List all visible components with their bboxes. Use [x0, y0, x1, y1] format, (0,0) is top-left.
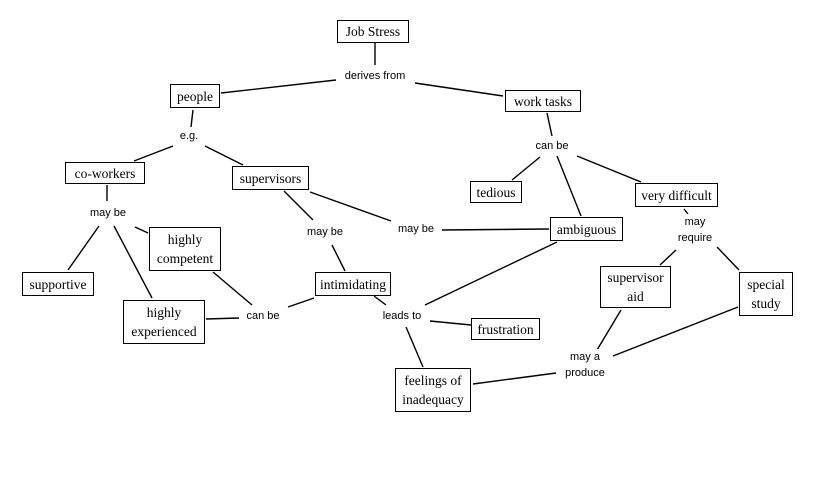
concept-tedious[interactable]: tedious: [470, 181, 522, 203]
link-derives-from: derives from: [344, 68, 406, 84]
concept-special-study[interactable]: special study: [739, 272, 793, 316]
connector: [220, 79, 337, 94]
concept-label: ambiguous: [556, 221, 617, 237]
concept-label: feelings of: [404, 373, 462, 388]
connector: [133, 145, 174, 162]
link-label: produce: [565, 367, 605, 379]
concept-supportive[interactable]: supportive: [22, 272, 94, 296]
concept-label: very difficult: [641, 187, 712, 203]
connector: [373, 295, 387, 306]
link-label: may: [684, 216, 706, 228]
connector: [659, 249, 677, 266]
connector: [309, 191, 392, 222]
concept-label: experienced: [131, 324, 197, 339]
concept-label: co-workers: [74, 165, 136, 181]
connector: [67, 225, 100, 271]
connector: [205, 317, 240, 320]
concept-highly-competent[interactable]: highly competent: [149, 227, 221, 271]
concept-label: supportive: [29, 276, 87, 292]
concept-label: work tasks: [513, 93, 573, 109]
connector: [414, 82, 504, 97]
connector: [429, 320, 472, 326]
concept-label: people: [177, 88, 213, 104]
concept-label: aid: [627, 289, 644, 304]
link-can-be-intimidating: can be: [246, 308, 280, 324]
link-eg: e.g.: [179, 128, 199, 144]
concept-label: supervisors: [239, 170, 302, 186]
concept-frustration[interactable]: frustration: [471, 318, 540, 340]
concept-label: highly: [167, 232, 203, 247]
concept-ambiguous[interactable]: ambiguous: [550, 217, 623, 241]
concept-work-tasks[interactable]: work tasks: [505, 90, 581, 112]
connector: [424, 241, 558, 306]
concept-intimidating[interactable]: intimidating: [315, 272, 391, 296]
connector: [546, 112, 553, 137]
concept-label: intimidating: [320, 276, 386, 292]
connector: [596, 309, 622, 351]
connector: [204, 145, 244, 166]
connector: [134, 226, 149, 234]
connector: [283, 190, 314, 221]
concept-label: inadequacy: [402, 392, 464, 407]
link-may-require: may require: [677, 214, 713, 246]
concept-supervisors[interactable]: supervisors: [232, 166, 309, 190]
concept-label: tedious: [476, 184, 516, 200]
link-may-produce: may a produce: [565, 349, 605, 381]
connector: [287, 297, 315, 308]
connector: [405, 326, 424, 368]
link-leads-to: leads to: [382, 308, 422, 324]
concept-label: competent: [156, 251, 214, 266]
link-may-be-supervisors: may be: [306, 224, 344, 240]
connector: [683, 208, 689, 215]
concept-highly-experienced[interactable]: highly experienced: [123, 300, 205, 344]
connector: [576, 155, 642, 183]
concept-co-workers[interactable]: co-workers: [65, 162, 145, 184]
connector: [556, 155, 582, 217]
link-may-be-coworkers: may be: [89, 205, 127, 221]
connector: [441, 228, 550, 231]
concept-label: Job Stress: [345, 24, 401, 39]
connector: [190, 109, 194, 128]
link-can-be-tasks: can be: [535, 138, 569, 154]
connector: [716, 246, 740, 271]
link-label: require: [677, 232, 713, 244]
connector: [113, 225, 153, 299]
concept-label: frustration: [477, 321, 534, 337]
concept-very-difficult[interactable]: very difficult: [635, 183, 718, 207]
connector: [511, 156, 541, 181]
connector: [472, 372, 557, 385]
concept-label: highly: [146, 305, 182, 320]
link-may-be-ambiguous: may be: [397, 221, 435, 237]
concept-supervisor-aid[interactable]: supervisor aid: [600, 266, 671, 308]
concept-people[interactable]: people: [170, 84, 220, 108]
link-label: may a: [570, 351, 600, 363]
connector: [212, 271, 253, 306]
concept-job-stress[interactable]: Job Stress: [337, 20, 409, 43]
connector: [331, 244, 346, 272]
concept-label: study: [751, 296, 781, 311]
concept-label: supervisor: [607, 270, 664, 285]
concept-feelings-of-inadequacy[interactable]: feelings of inadequacy: [395, 368, 471, 412]
concept-label: special: [747, 277, 785, 292]
connector: [612, 306, 739, 357]
